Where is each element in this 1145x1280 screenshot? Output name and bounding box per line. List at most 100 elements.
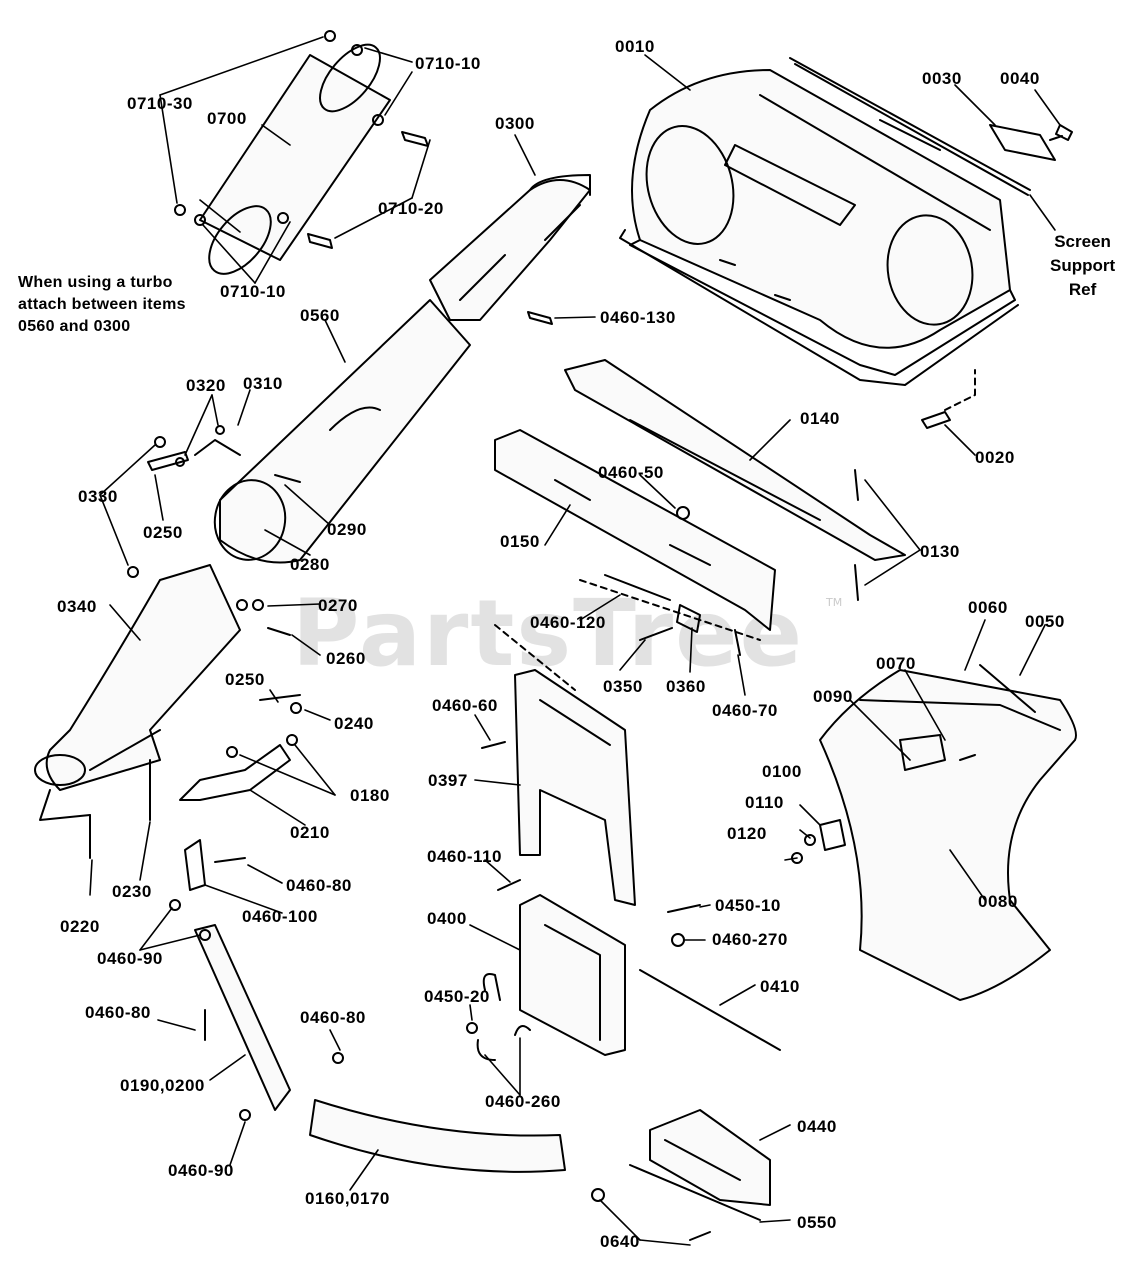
- part-label-0240[interactable]: 0240: [334, 714, 374, 733]
- part-label-0100[interactable]: 0100: [762, 762, 802, 781]
- part-label-0320[interactable]: 0320: [186, 376, 226, 395]
- part-label-0560[interactable]: 0560: [300, 306, 340, 325]
- bracket-0250-top: [147, 451, 189, 471]
- bolt-0130-b: [854, 564, 859, 601]
- washer-0320-a: [175, 457, 185, 467]
- rod-0460-120: [604, 574, 671, 601]
- bolt-0640: [689, 1231, 711, 1241]
- bolt-0460-110: [497, 879, 521, 891]
- part-label-0050[interactable]: 0050: [1025, 612, 1065, 631]
- part-label-0700[interactable]: 0700: [207, 109, 247, 128]
- part-label-0030[interactable]: 0030: [922, 69, 962, 88]
- part-label-0120[interactable]: 0120: [727, 824, 767, 843]
- part-label-0460-260[interactable]: 0460-260: [485, 1092, 561, 1111]
- nut-0180-b: [286, 734, 298, 746]
- arm-0190-0200: [194, 924, 291, 1111]
- part-label-0460-50[interactable]: 0460-50: [598, 463, 664, 482]
- nut-0330: [127, 566, 139, 578]
- part-label-0060[interactable]: 0060: [968, 598, 1008, 617]
- part-label-0220[interactable]: 0220: [60, 917, 100, 936]
- screen-support-ref-line: Screen: [1054, 232, 1111, 251]
- washer-0710-10-top: [351, 44, 363, 56]
- part-label-0260[interactable]: 0260: [326, 649, 366, 668]
- part-label-0070[interactable]: 0070: [876, 654, 916, 673]
- part-label-0360[interactable]: 0360: [666, 677, 706, 696]
- part-label-0040[interactable]: 0040: [1000, 69, 1040, 88]
- part-label-0090[interactable]: 0090: [813, 687, 853, 706]
- part-label-0460-80-a[interactable]: 0460-80: [286, 876, 352, 895]
- part-label-0460-130[interactable]: 0460-130: [600, 308, 676, 327]
- part-label-0290[interactable]: 0290: [327, 520, 367, 539]
- part-label-0300[interactable]: 0300: [495, 114, 535, 133]
- part-label-0710-20[interactable]: 0710-20: [378, 199, 444, 218]
- turbo-note: When using a turbo attach between items …: [18, 272, 186, 338]
- screw-0710-20-top: [401, 131, 429, 147]
- nut-0640: [591, 1188, 605, 1202]
- part-label-0710-10-top[interactable]: 0710-10: [415, 54, 481, 73]
- part-label-0210[interactable]: 0210: [290, 823, 330, 842]
- washer-0270-b: [252, 599, 264, 611]
- part-label-0550[interactable]: 0550: [797, 1213, 837, 1232]
- part-label-0230[interactable]: 0230: [112, 882, 152, 901]
- part-label-0340[interactable]: 0340: [57, 597, 97, 616]
- bolt-0260: [267, 627, 291, 636]
- part-label-0130[interactable]: 0130: [920, 542, 960, 561]
- part-label-0397[interactable]: 0397: [428, 771, 468, 790]
- part-label-0460-80-b[interactable]: 0460-80: [85, 1003, 151, 1022]
- part-label-0020[interactable]: 0020: [975, 448, 1015, 467]
- part-label-0640[interactable]: 0640: [600, 1232, 640, 1251]
- part-label-0160-0170[interactable]: 0160,0170: [305, 1189, 390, 1208]
- part-label-0350[interactable]: 0350: [603, 677, 643, 696]
- part-label-0080[interactable]: 0080: [978, 892, 1018, 911]
- part-label-0460-80-c[interactable]: 0460-80: [300, 1008, 366, 1027]
- part-label-0460-120[interactable]: 0460-120: [530, 613, 606, 632]
- part-label-0450-20[interactable]: 0450-20: [424, 987, 490, 1006]
- part-label-0270[interactable]: 0270: [318, 596, 358, 615]
- part-label-0450-10[interactable]: 0450-10: [715, 896, 781, 915]
- bracket-0250-mid: [259, 694, 301, 701]
- nut-0460-80-c: [332, 1052, 344, 1064]
- part-label-0410[interactable]: 0410: [760, 977, 800, 996]
- part-label-0180[interactable]: 0180: [350, 786, 390, 805]
- pin-0460-70: [734, 629, 741, 656]
- part-label-0280[interactable]: 0280: [290, 555, 330, 574]
- part-label-0150[interactable]: 0150: [500, 532, 540, 551]
- part-label-0460-70[interactable]: 0460-70: [712, 701, 778, 720]
- part-label-0110[interactable]: 0110: [745, 793, 784, 812]
- part-label-0460-110[interactable]: 0460-110: [427, 847, 502, 866]
- part-label-0460-90-b[interactable]: 0460-90: [168, 1161, 234, 1180]
- washer-0710-30-top: [324, 30, 336, 42]
- part-label-0440[interactable]: 0440: [797, 1117, 837, 1136]
- part-label-0460-60[interactable]: 0460-60: [432, 696, 498, 715]
- washer-0710-30-bottom: [174, 204, 186, 216]
- part-label-0330[interactable]: 0330: [78, 487, 118, 506]
- leader-0020: [944, 369, 976, 411]
- part-label-0460-90-a[interactable]: 0460-90: [97, 949, 163, 968]
- bolt-0070: [959, 754, 976, 761]
- part-label-0400[interactable]: 0400: [427, 909, 467, 928]
- part-label-0010[interactable]: 0010: [615, 37, 655, 56]
- part-label-0250-top[interactable]: 0250: [143, 523, 183, 542]
- part-label-0460-270[interactable]: 0460-270: [712, 930, 788, 949]
- part-label-0710-30[interactable]: 0710-30: [127, 94, 193, 113]
- plate-0400: [519, 894, 626, 1056]
- part-label-0460-100[interactable]: 0460-100: [242, 907, 318, 926]
- part-label-0190-0200[interactable]: 0190,0200: [120, 1076, 205, 1095]
- bolt-0020: [921, 411, 951, 429]
- part-label-0140[interactable]: 0140: [800, 409, 840, 428]
- part-label-0250-mid[interactable]: 0250: [225, 670, 265, 689]
- mount-0210: [179, 744, 291, 801]
- bag-0060: [819, 669, 1077, 1001]
- frame-0397: [514, 669, 636, 906]
- washer-0710-10-mid: [277, 212, 289, 224]
- part-label-0310[interactable]: 0310: [243, 374, 283, 393]
- discharge-chute-0300: [429, 174, 591, 321]
- nut-0330-top: [154, 436, 166, 448]
- nut-0460-270: [671, 933, 685, 947]
- bolt-0450-10: [667, 904, 701, 913]
- washer-0710-10-bottom: [194, 214, 206, 226]
- grass-catcher-cover: [619, 69, 1019, 386]
- part-label-0710-10-bottom[interactable]: 0710-10: [220, 282, 286, 301]
- watermark-trademark: TM: [826, 596, 843, 609]
